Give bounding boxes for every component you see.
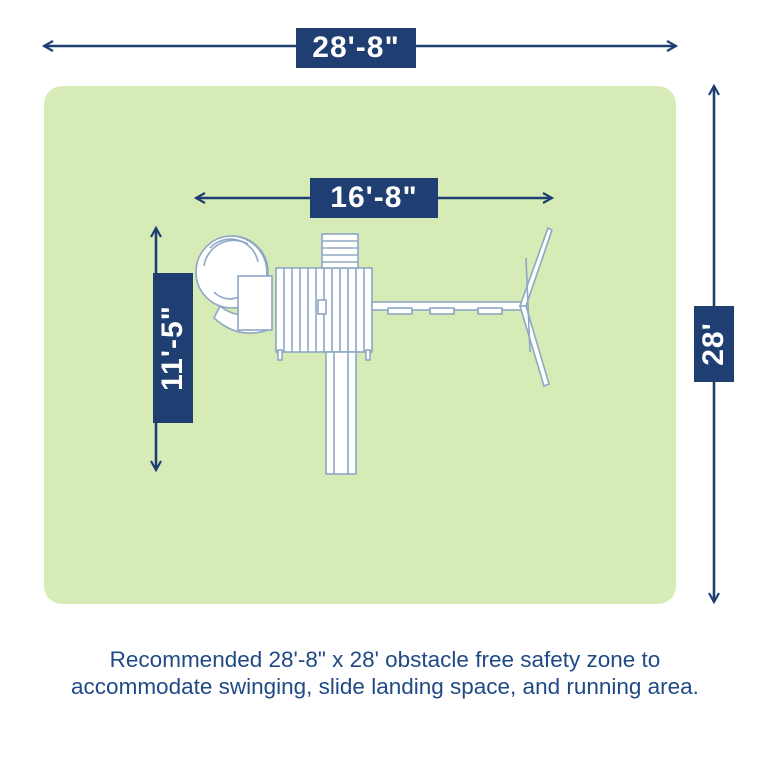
swing-a-frame	[518, 226, 553, 388]
safety-zone-caption: Recommended 28'-8" x 28' obstacle free s…	[71, 647, 699, 699]
playset-depth-label: 11'-5"	[153, 273, 193, 423]
straight-slide	[325, 351, 357, 475]
playset-illustration	[195, 226, 553, 475]
playset-width-label: 16'-8"	[310, 178, 438, 218]
zone-depth-label: 28'	[694, 306, 734, 382]
zone-width-label: 28'-8"	[296, 28, 416, 68]
clubhouse	[275, 267, 373, 361]
spiral-slide	[195, 235, 273, 334]
top-ladder	[321, 233, 359, 269]
swing-beam	[371, 301, 525, 315]
